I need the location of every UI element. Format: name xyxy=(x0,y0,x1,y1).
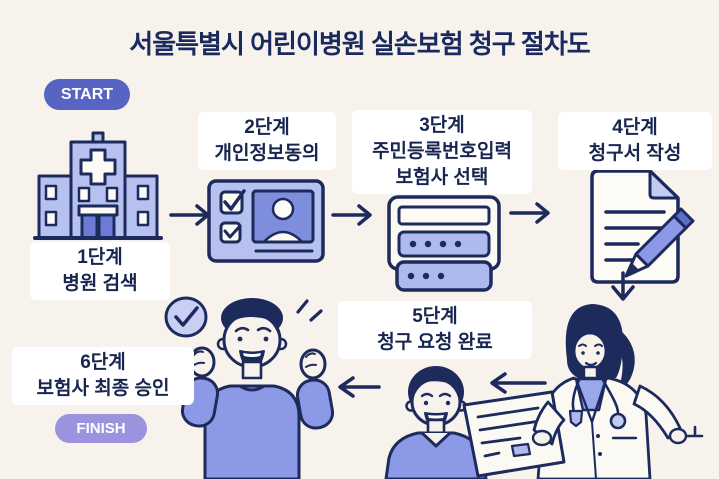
step-2-desc: 개인정보동의 xyxy=(214,143,320,164)
step-4-number: 4단계 xyxy=(612,117,658,138)
step-3-label: 3단계 주민등록번호입력 보험사 선택 xyxy=(352,110,532,194)
step-3-number: 3단계 xyxy=(419,115,465,136)
arrow-step5-to-boy-icon xyxy=(490,372,547,394)
step-4-desc: 청구서 작성 xyxy=(588,143,682,164)
step-1-label: 1단계 병원 검색 xyxy=(30,242,170,300)
arrow-step2-to-step3-icon xyxy=(331,204,372,226)
check-circle-icon xyxy=(164,296,208,338)
step-6-label: 6단계 보험사 최종 승인 xyxy=(12,347,194,405)
finish-badge: FINISH xyxy=(55,414,147,443)
step-5-label: 5단계 청구 요청 완료 xyxy=(338,301,532,359)
step-3-desc2: 보험사 선택 xyxy=(395,167,489,188)
start-badge-label: START xyxy=(60,85,114,103)
doctor-illustration xyxy=(462,304,704,479)
step-2-label: 2단계 개인정보동의 xyxy=(198,112,336,170)
consent-checklist-icon xyxy=(207,179,325,263)
step-5-number: 5단계 xyxy=(412,306,458,327)
arrow-step4-down-icon xyxy=(611,271,635,301)
start-badge: START xyxy=(44,79,130,110)
celebrating-man-illustration xyxy=(180,298,335,479)
step-5-desc: 청구 요청 완료 xyxy=(377,332,493,353)
hospital-building-icon xyxy=(33,131,163,240)
step-2-number: 2단계 xyxy=(244,117,290,138)
doctor-ponytail xyxy=(610,330,635,390)
step-6-desc: 보험사 최종 승인 xyxy=(36,378,170,399)
step-6-number: 6단계 xyxy=(80,352,126,373)
step-3-desc: 주민등록번호입력 xyxy=(372,141,512,162)
claim-document-pencil-icon xyxy=(590,169,695,284)
page-title: 서울특별시 어린이병원 실손보험 청구 절차도 xyxy=(129,29,590,59)
step-1-desc: 병원 검색 xyxy=(62,273,138,294)
finish-badge-label: FINISH xyxy=(76,420,126,437)
arrow-step3-to-step4-icon xyxy=(509,202,550,224)
insurer-select-form-icon xyxy=(387,195,501,292)
step-1-number: 1단계 xyxy=(77,247,123,268)
excitement-lines-icon xyxy=(296,299,323,322)
step-4-label: 4단계 청구서 작성 xyxy=(558,112,712,170)
arrow-boy-to-man-icon xyxy=(338,376,381,398)
